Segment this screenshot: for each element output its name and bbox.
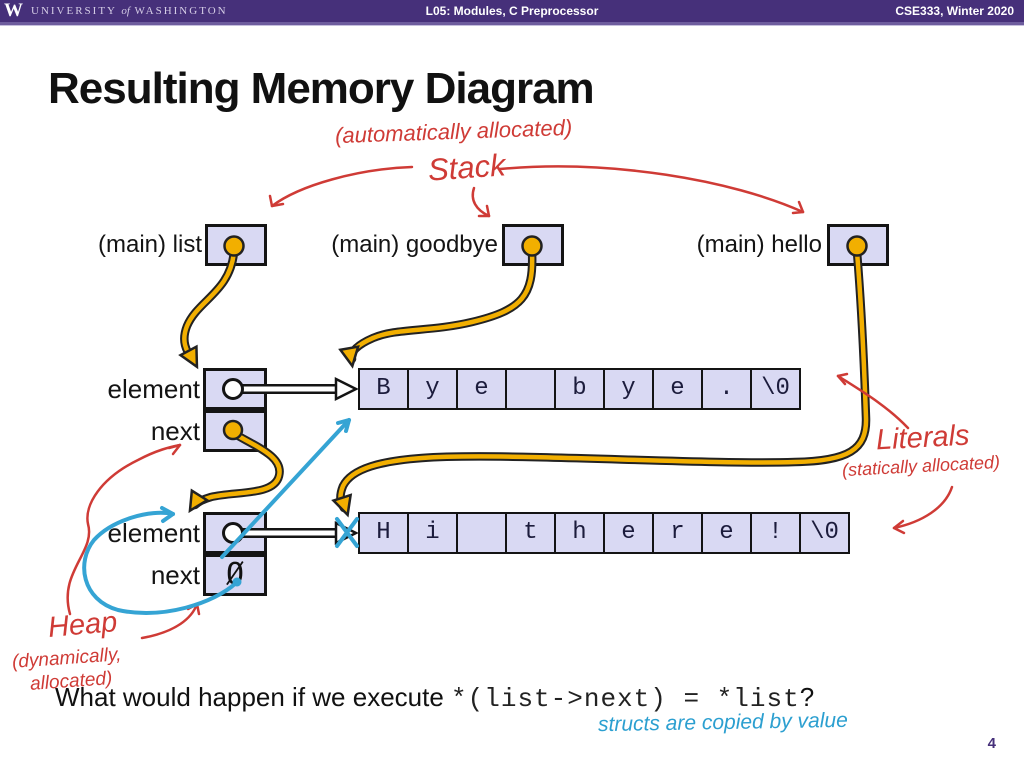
box-node1-next [203, 410, 267, 452]
course-label: CSE333, Winter 2020 [895, 4, 1014, 18]
box-main-goodbye [502, 224, 564, 266]
label-node1-next: next [150, 416, 200, 446]
page-title: Resulting Memory Diagram [48, 64, 595, 113]
char-cell: e [456, 368, 507, 410]
char-cell: ! [750, 512, 801, 554]
institution-part2: WASHINGTON [134, 5, 228, 17]
question-code: *(list->next) = *list [451, 684, 800, 714]
label-main-hello: (main) hello [696, 231, 822, 258]
question-prefix: What would happen if we execute [55, 682, 452, 712]
label-node1-element: element [107, 374, 201, 404]
char-cell: \0 [750, 368, 801, 410]
header-left: W UNIVERSITY of WASHINGTON [0, 0, 228, 22]
auto-allocated-note: (automatically allocated) [334, 114, 573, 149]
char-cell: b [554, 368, 605, 410]
char-cell: B [358, 368, 409, 410]
char-cell [505, 368, 556, 410]
char-cell [456, 512, 507, 554]
char-cell: t [505, 512, 556, 554]
char-cell: r [652, 512, 703, 554]
box-node2-element [203, 512, 267, 554]
label-node2-next: next [150, 560, 200, 590]
char-cell: y [603, 368, 654, 410]
char-cell: h [554, 512, 605, 554]
stack-note: Stack [426, 147, 507, 188]
char-cell: H [358, 512, 409, 554]
label-main-goodbye: (main) goodbye [331, 231, 498, 258]
char-cell: e [701, 512, 752, 554]
char-cell: e [652, 368, 703, 410]
box-main-hello [827, 224, 889, 266]
lecture-title: L05: Modules, C Preprocessor [425, 4, 599, 18]
char-cell: . [701, 368, 752, 410]
label-main-list: (main) list [97, 231, 202, 258]
uw-logo: W [4, 0, 23, 21]
heap-note: Heap [46, 606, 119, 644]
institution-part1: UNIVERSITY [31, 5, 117, 17]
box-node1-element [203, 368, 267, 410]
char-cell: i [407, 512, 458, 554]
header-bar: W UNIVERSITY of WASHINGTON L05: Modules,… [0, 0, 1024, 26]
page-number: 4 [987, 735, 996, 752]
box-main-list [205, 224, 267, 266]
char-cell: e [603, 512, 654, 554]
institution-name: UNIVERSITY of WASHINGTON [31, 5, 228, 17]
red-stack-arrows [268, 165, 805, 218]
statically-allocated-note: (statically allocated) [841, 451, 1001, 481]
box-node2-next: Ø [203, 554, 267, 596]
char-cell: y [407, 368, 458, 410]
label-node2-element: element [107, 518, 201, 548]
char-cell: \0 [799, 512, 850, 554]
null-terminator-value: Ø [225, 557, 245, 592]
institution-of: of [121, 5, 130, 17]
question-suffix: ? [799, 682, 815, 712]
literals-note: Literals [875, 419, 971, 457]
orange-arrow-goodbye-to-bye [338, 247, 537, 369]
question-text: What would happen if we execute *(list->… [55, 682, 814, 714]
orange-arrow-list-to-node1 [178, 247, 239, 370]
